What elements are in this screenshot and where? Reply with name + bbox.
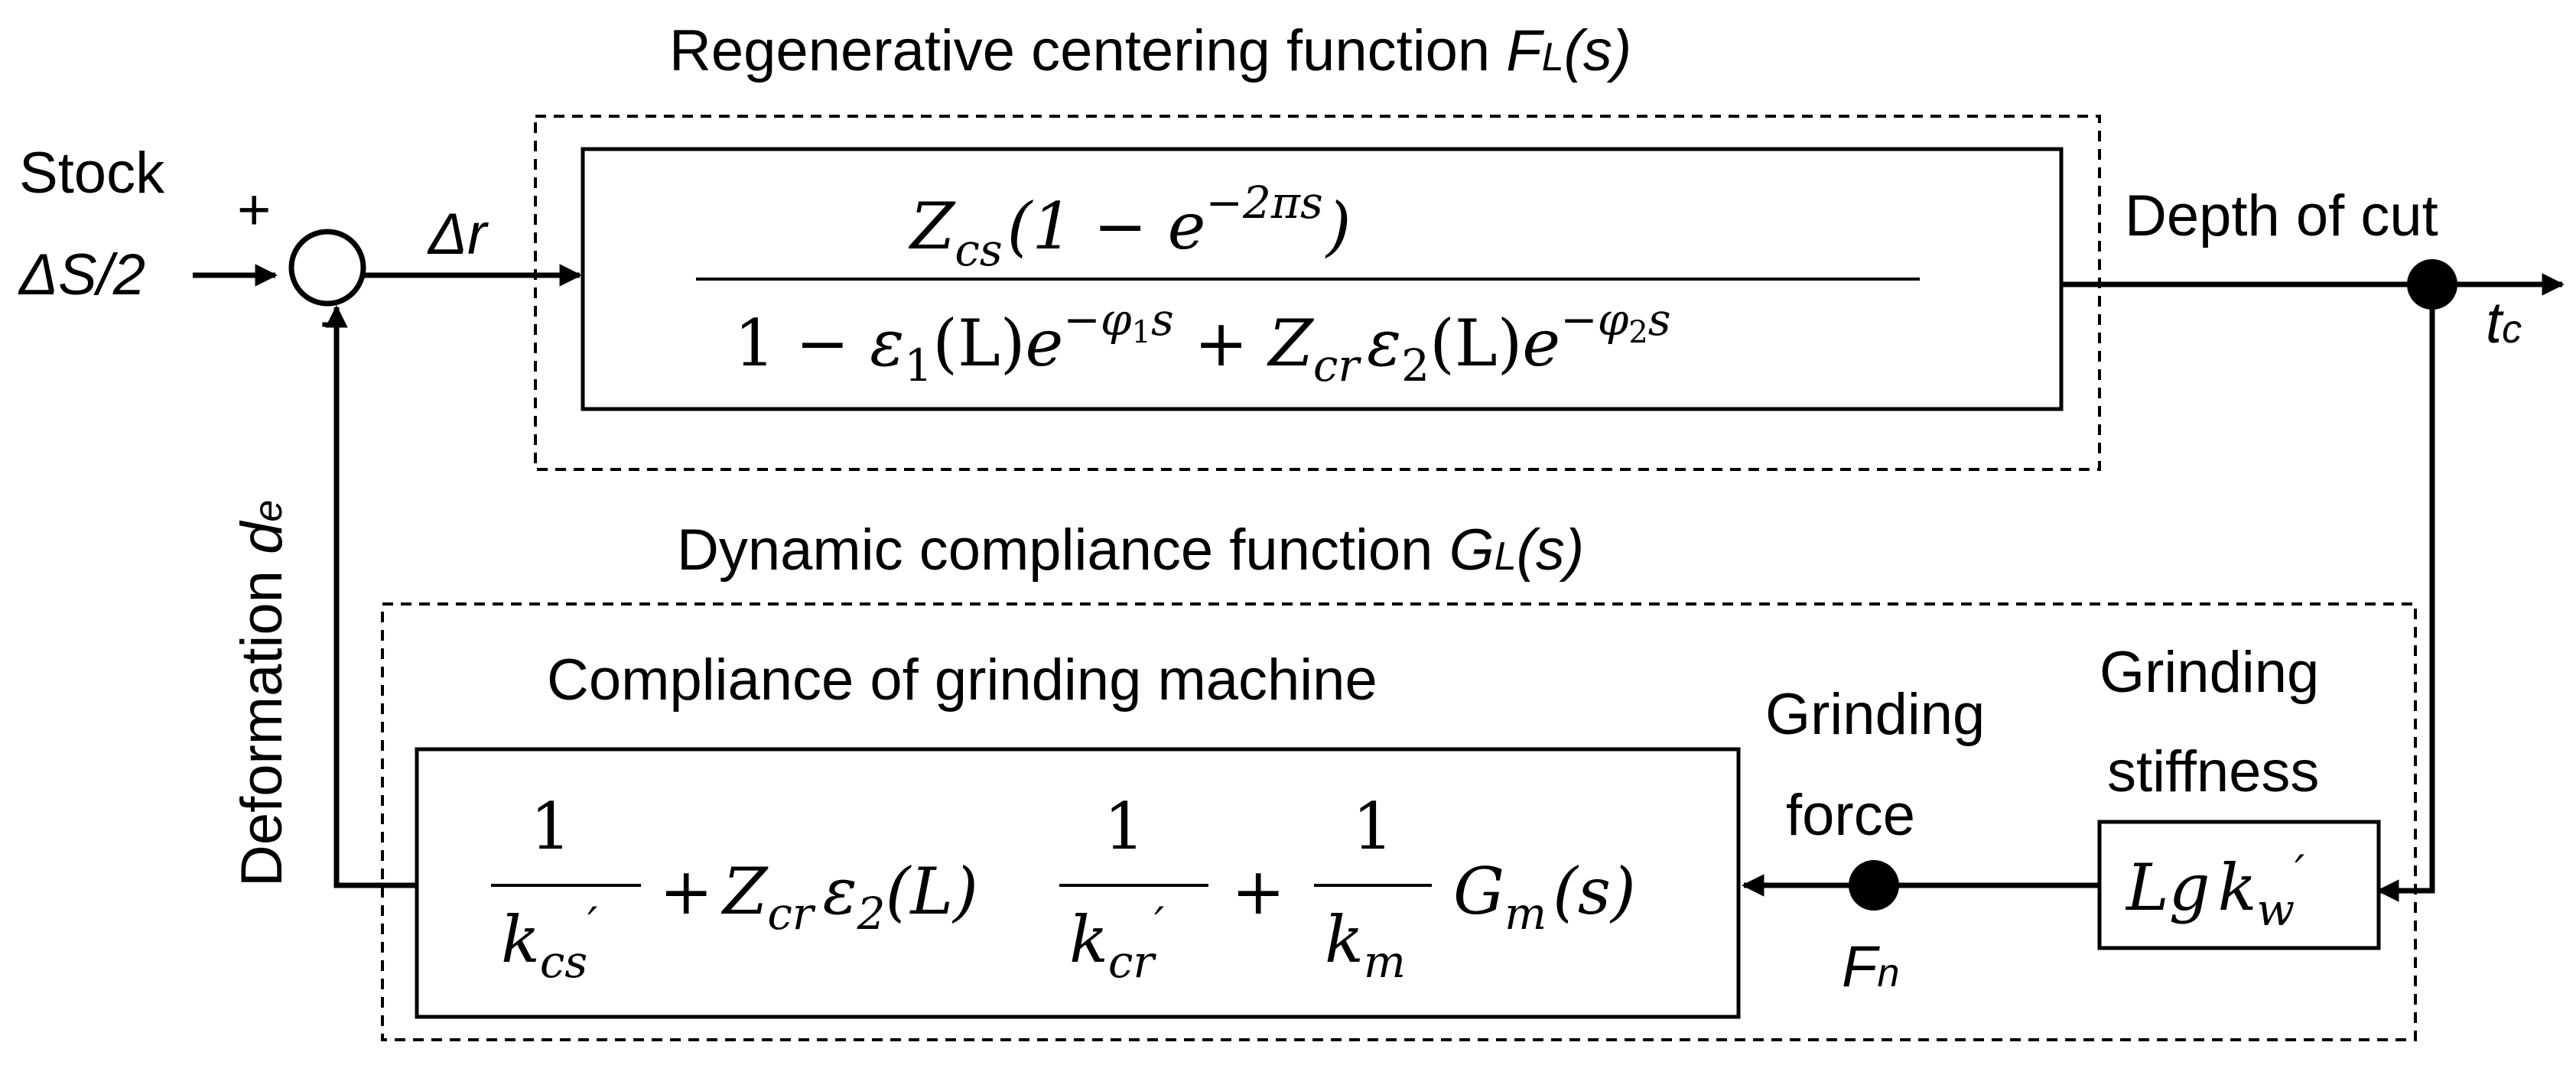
machine-compliance-block [415,747,1741,1019]
depth-of-cut-label: Depth of cut [2125,183,2438,248]
stock-value-label: ΔS/2 [18,242,145,307]
summing-junction [288,229,366,307]
deformation-feedback-arrow [325,305,417,888]
regen-numerator: Zcs(1 − e−2πs) [908,177,1351,276]
machine-gm-term: Gm(s) [1453,854,1636,940]
machine-compliance-title: Compliance of grinding machine [547,648,1377,713]
machine-den2: kcr′ [1069,898,1164,988]
grinding-force-label-line1: Grinding [1765,682,1985,747]
regen-function-dashed-group [534,115,2101,471]
grinding-stiffness-label-line2: stiffness [2107,739,2319,804]
svg-text:+: + [659,854,713,929]
feedback-down-arrow [2376,284,2435,902]
plus-sign: + [237,177,271,242]
machine-den3: km [1325,902,1406,988]
grinding-stiffness-label-line1: Grinding [2100,640,2319,705]
dyn-function-dashed-group [381,602,2417,1041]
dyn-function-title: Dynamic compliance function GL(s) [677,518,1584,583]
svg-text:1: 1 [1352,789,1393,864]
stock-label: Stock [19,141,165,206]
machine-den1: kcs′ [501,898,597,988]
svg-text:+: + [1231,854,1285,929]
svg-text:1: 1 [530,789,571,864]
fn-label: Fn [1842,934,1899,999]
svg-text:1: 1 [1104,789,1144,864]
grinding-force-label-line2: force [1786,783,1915,848]
regen-function-title: Regenerative centering function FL(s) [669,18,1631,83]
tc-label: tc [2486,291,2522,356]
deformation-label: Deformation de [229,500,294,887]
delta-r-label: Δr [427,202,489,267]
grinding-force-node [1849,860,1899,911]
